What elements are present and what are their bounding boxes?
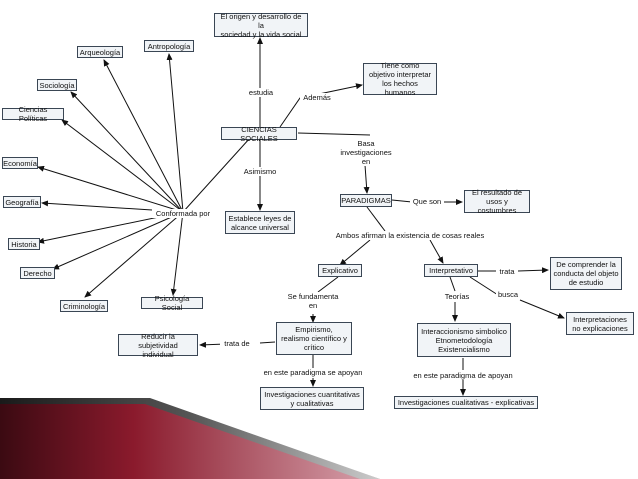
link-derecho <box>52 211 184 270</box>
link-label-ambos: Ambos afirman la existencia de cosas rea… <box>330 231 490 240</box>
link-label-apoyan-1: en este paradigma se apoyan <box>255 368 371 377</box>
link-label-basa: Basa investigaciones en <box>335 139 397 166</box>
node-explicativo: Explicativo <box>318 264 362 277</box>
node-ciencias-politicas: Ciencias Políticas <box>2 105 64 123</box>
link-que-son <box>391 199 413 203</box>
node-historia: Historia <box>8 238 40 250</box>
node-resultado: El resultado de usos y costumbres <box>464 188 530 215</box>
node-interpretaciones: Interpretaciones no explicaciones <box>566 312 634 335</box>
node-antropologia: Antropología <box>144 40 194 52</box>
node-arqueologia: Arqueología <box>77 46 123 58</box>
link-label-busca: busca <box>496 290 520 299</box>
link-label-que-son: Que son <box>410 197 444 206</box>
link-ambos-interpretativo <box>429 239 444 264</box>
node-tiene-como: Tiene como objetivo interpretar los hech… <box>363 61 437 97</box>
link-label-teorias: Teorías <box>442 292 472 301</box>
link-arqueologia <box>103 59 184 213</box>
link-interp-teorias <box>449 276 456 292</box>
link-conformada-cs <box>182 137 251 213</box>
node-sociologia: Sociología <box>37 79 77 91</box>
link-label-estudia: estudia <box>247 88 275 97</box>
link-trata-comprender <box>517 267 549 274</box>
link-psicologia <box>170 211 184 296</box>
link-economia <box>37 165 184 213</box>
node-origen: El origen y desarrollo de la sociedad y … <box>214 12 308 39</box>
node-interpretativo: Interpretativo <box>424 264 478 277</box>
node-interaccionismo: Interaccionismo simbolico Etnometodologí… <box>417 323 511 357</box>
node-comprender: De comprender la conducta del objeto de … <box>550 257 622 290</box>
node-empirismo: Empirismo, realismo científico y crítico <box>276 322 352 355</box>
link-label-trata-de: trata de <box>220 339 254 348</box>
link-explicativo-fundamenta <box>317 276 339 293</box>
node-establece: Establece leyes de alcance universal <box>225 211 295 234</box>
link-label-trata: trata <box>496 267 518 276</box>
node-paradigmas: PARADIGMAS <box>340 194 392 207</box>
link-ademas <box>279 83 363 128</box>
link-antropologia <box>166 53 184 213</box>
link-sociologia <box>70 91 184 213</box>
link-interp-busca <box>469 276 499 296</box>
link-ambos-explicativo <box>339 239 371 266</box>
link-label-ademas: Además <box>300 93 334 102</box>
node-geografia: Geografía <box>3 196 41 208</box>
link-label-conformada: Conformada por <box>152 209 214 218</box>
node-psicologia-social: Psicología Social <box>141 294 203 312</box>
link-paradigmas-ambos <box>366 206 386 232</box>
node-criminologia: Criminología <box>60 300 108 312</box>
link-label-se-fundamenta: Se fundamenta en <box>283 292 343 310</box>
link-busca-interpretaciones <box>519 299 565 319</box>
link-ciencias-politicas <box>61 119 184 213</box>
link-criminologia <box>84 211 184 298</box>
node-ciencias-sociales: CIENCIAS SOCIALES <box>221 125 297 143</box>
decorative-ribbon <box>0 398 380 479</box>
node-inv-cual: Investigaciones cualitativas - explicati… <box>394 396 538 409</box>
node-inv-cuant: Investigaciones cuantitativas y cualitat… <box>260 387 364 410</box>
node-derecho: Derecho <box>20 267 55 279</box>
link-label-asimismo: Asimismo <box>240 167 280 176</box>
node-reducir: Reducir la subjetividad individual <box>118 332 198 359</box>
node-economia: Economía <box>2 157 38 169</box>
link-label-apoyan-2: en este paradigma de apoyan <box>405 371 521 380</box>
link-trata-de <box>259 341 276 344</box>
link-basa-paradigmas <box>363 164 370 194</box>
link-basa <box>297 132 371 136</box>
